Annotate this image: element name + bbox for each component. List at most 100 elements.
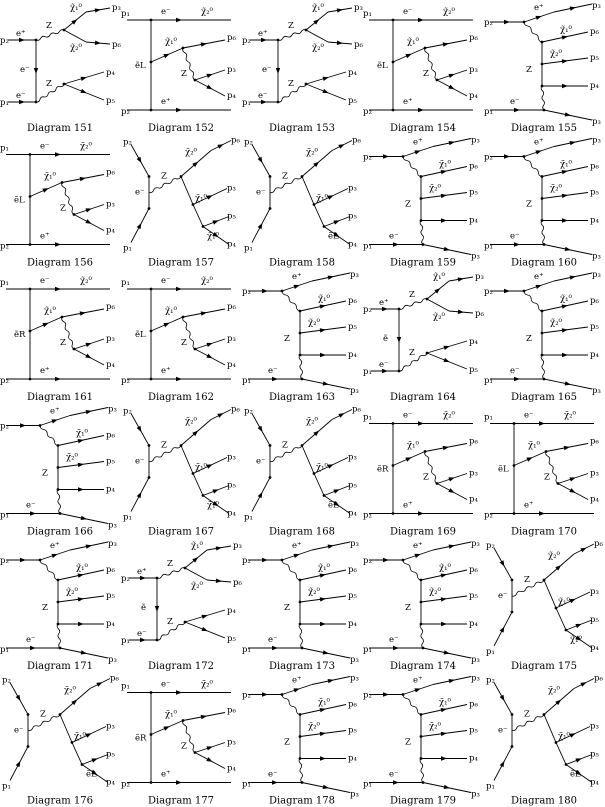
vertex-dot: [149, 691, 153, 694]
particle-label: p₆: [227, 706, 236, 716]
arrow-icon: [393, 242, 399, 247]
vertex-dot: [149, 60, 153, 64]
particle-label: Z: [42, 603, 48, 613]
arrow-icon: [575, 623, 582, 629]
arrow-icon: [561, 328, 568, 333]
particle-label: χ̃₁⁰: [407, 36, 420, 47]
particle-label: p₂: [2, 676, 11, 686]
diagram-caption: Diagram 178: [269, 796, 335, 807]
vertex-dot: [510, 745, 514, 748]
vertex-dot: [28, 153, 32, 156]
arrow-icon: [272, 780, 278, 785]
particle-label: p₁: [363, 242, 372, 252]
particle-label: p₃: [227, 738, 236, 748]
particle-label: χ̃₂⁰: [550, 317, 563, 328]
z-boson-line: [402, 559, 422, 581]
z-boson-line: [398, 352, 428, 372]
arrow-icon: [322, 784, 329, 790]
z-boson-line: [424, 47, 438, 81]
arrow-icon: [504, 19, 510, 25]
particle-label: p₆: [231, 405, 240, 415]
particle-label: χ̃₂⁰: [185, 416, 198, 427]
particle-label: p₆: [233, 578, 242, 588]
arrow-icon: [313, 19, 320, 25]
arrow-icon: [200, 42, 207, 47]
particle-label: χ̃₁⁰: [44, 171, 57, 182]
vertex-dot: [268, 476, 272, 479]
arrow-icon: [71, 699, 78, 706]
particle-label: p₃: [227, 334, 236, 344]
particle-label: p₂: [0, 376, 9, 386]
arrow-icon: [140, 637, 146, 643]
arrow-icon: [206, 464, 213, 469]
arrow-icon: [383, 557, 389, 563]
particle-label: χ̃₁⁰: [191, 540, 204, 551]
arrow-icon: [338, 144, 345, 149]
z-boson-line: [419, 220, 424, 245]
particle-label: Z: [405, 603, 411, 613]
vertex-dot: [540, 62, 544, 66]
particle-label: p₅: [590, 188, 599, 198]
vertex-dot: [149, 781, 153, 784]
particle-label: χ̃₂⁰: [548, 550, 561, 561]
particle-label: p₄: [590, 643, 599, 653]
particle-label: p₁: [0, 645, 9, 655]
arrow-icon: [206, 195, 213, 200]
particle-label: p₂: [0, 242, 9, 252]
particle-label: e⁻: [16, 91, 26, 101]
particle-label: p₄: [469, 91, 478, 101]
particle-label: p₃: [106, 722, 115, 732]
diagram-caption: Diagram 152: [148, 123, 214, 134]
particle-label: e⁺: [379, 298, 389, 308]
propagator-line: [63, 29, 87, 43]
particle-label: e⁺: [40, 366, 50, 376]
arrow-icon: [336, 40, 343, 45]
particle-label: p₂: [363, 107, 372, 117]
particle-label: e⁺: [534, 3, 544, 13]
particle-label: p₃: [592, 117, 601, 127]
particle-label: Z: [181, 338, 187, 348]
particle-label: Z: [405, 738, 411, 748]
particle-label: e⁺: [292, 541, 302, 551]
particle-label: p₄: [590, 495, 599, 505]
arrow-icon: [382, 306, 388, 312]
particle-label: p₆: [590, 437, 599, 447]
particle-label: p₆: [348, 565, 357, 575]
arrow-icon: [383, 154, 389, 159]
arrow-icon: [539, 511, 545, 516]
arrow-icon: [327, 195, 334, 200]
particle-label: Z: [161, 441, 167, 451]
particle-label: e⁻: [510, 366, 520, 376]
particle-label: χ̃₂⁰: [550, 48, 563, 59]
particle-label: χ̃₂⁰: [66, 452, 79, 463]
particle-label: p₁: [123, 513, 132, 523]
diagram-caption: Diagram 177: [148, 796, 214, 807]
particle-label: Z: [40, 710, 46, 720]
arrow-icon: [176, 780, 182, 785]
arrow-icon: [499, 560, 505, 567]
particle-label: p₁: [363, 780, 372, 790]
particle-label: e⁻: [161, 276, 171, 286]
arrow-icon: [77, 597, 84, 602]
propagator-line: [555, 742, 567, 765]
particle-label: Z: [526, 65, 532, 75]
diagram-caption: Diagram 175: [511, 661, 577, 672]
arrow-icon: [320, 621, 326, 627]
arrow-icon: [212, 500, 219, 507]
particle-label: p₁: [242, 645, 251, 655]
vertex-dot: [60, 181, 64, 184]
arrow-icon: [322, 88, 329, 94]
particle-label: ẽR: [14, 329, 26, 340]
particle-label: e⁺: [50, 407, 60, 417]
arrow-icon: [499, 626, 505, 633]
particle-label: p₃: [592, 386, 601, 396]
vertex-dot: [268, 175, 272, 178]
z-boson-line: [419, 623, 424, 649]
vertex-dot: [298, 600, 302, 604]
diagram-caption: Diagram 161: [27, 392, 93, 403]
arrow-icon: [200, 311, 207, 316]
